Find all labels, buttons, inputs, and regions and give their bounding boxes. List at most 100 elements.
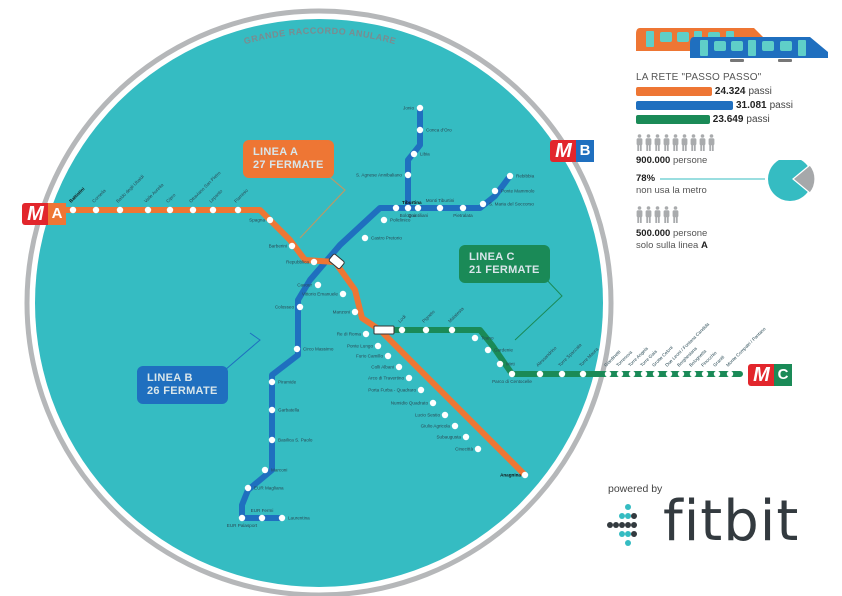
station-c-marker[interactable] [536, 370, 544, 378]
station-a-marker[interactable] [288, 242, 296, 250]
station-a-marker[interactable] [144, 206, 152, 214]
station-b-marker[interactable] [258, 514, 266, 522]
station-a-marker[interactable] [234, 206, 242, 214]
station-label: Gardenie [494, 348, 513, 353]
station-a-marker[interactable] [69, 206, 77, 214]
station-a-marker[interactable] [417, 386, 425, 394]
station-a-marker[interactable] [521, 471, 529, 479]
station-b-marker[interactable] [459, 204, 467, 212]
station-b-marker[interactable] [479, 200, 487, 208]
station-b-marker[interactable] [361, 234, 369, 242]
station-label: EUR Magliana [254, 486, 284, 491]
person-icon [708, 134, 715, 151]
person-icon [636, 206, 643, 223]
station-c-marker[interactable] [616, 370, 624, 378]
station-a-marker[interactable] [266, 216, 274, 224]
station-label: Numidio Quadrato [391, 401, 429, 406]
station-b-marker[interactable] [404, 171, 412, 179]
station-b-marker[interactable] [261, 466, 269, 474]
interchange-san-giovanni[interactable] [373, 325, 395, 335]
station-c-marker[interactable] [677, 370, 685, 378]
station-label: Barberini [269, 244, 287, 249]
station-a-marker[interactable] [374, 342, 382, 350]
station-b-marker[interactable] [410, 150, 418, 158]
fitbit-wordmark: fitbit [663, 489, 800, 554]
station-c-marker[interactable] [471, 334, 479, 342]
station-c-marker[interactable] [652, 370, 660, 378]
station-b-marker[interactable] [506, 172, 514, 180]
station-a-marker[interactable] [189, 206, 197, 214]
station-b-marker[interactable] [238, 514, 246, 522]
station-b-marker[interactable] [268, 406, 276, 414]
station-c-marker[interactable] [448, 326, 456, 334]
line-letter-a: A [48, 203, 66, 225]
station-a-marker[interactable] [429, 399, 437, 407]
station-b-marker[interactable] [392, 204, 400, 212]
callout-line-b: LINEA B 26 FERMATE [137, 366, 228, 404]
station-label: Teano [481, 336, 494, 341]
station-b-marker[interactable] [296, 303, 304, 311]
station-a-marker[interactable] [441, 411, 449, 419]
station-c-marker[interactable] [398, 326, 406, 334]
station-c-marker[interactable] [689, 370, 697, 378]
station-b-marker[interactable] [404, 204, 412, 212]
station-a-marker[interactable] [116, 206, 124, 214]
station-b-marker[interactable] [491, 187, 499, 195]
station-c-marker[interactable] [496, 360, 504, 368]
station-c-marker[interactable] [484, 346, 492, 354]
metro-logo-c: M C [748, 364, 792, 386]
non-users-pie [660, 160, 815, 201]
station-a-marker[interactable] [166, 206, 174, 214]
station-a-marker[interactable] [310, 258, 318, 266]
callout-a-count: 27 FERMATE [253, 159, 324, 171]
station-a-marker[interactable] [209, 206, 217, 214]
station-a-marker[interactable] [462, 433, 470, 441]
station-c-marker[interactable] [422, 326, 430, 334]
station-b-marker[interactable] [314, 281, 322, 289]
station-b-marker[interactable] [436, 204, 444, 212]
station-b-marker[interactable] [268, 436, 276, 444]
station-a-marker[interactable] [92, 206, 100, 214]
station-a-marker[interactable] [351, 308, 359, 316]
station-b-marker[interactable] [244, 484, 252, 492]
station-b-marker[interactable] [416, 104, 424, 112]
station-c-marker[interactable] [579, 370, 587, 378]
pie-slice-users [792, 164, 815, 194]
station-c-marker[interactable] [713, 370, 721, 378]
station-c-marker[interactable] [508, 370, 516, 378]
station-a-marker[interactable] [384, 352, 392, 360]
station-b-marker[interactable] [416, 126, 424, 134]
station-c-marker[interactable] [640, 370, 648, 378]
station-a-marker[interactable] [474, 445, 482, 453]
station-c-marker[interactable] [701, 370, 709, 378]
station-b-marker[interactable] [278, 514, 286, 522]
station-b-marker[interactable] [268, 378, 276, 386]
metro-m-icon: M [748, 364, 774, 386]
station-b-marker[interactable] [293, 345, 301, 353]
interchange-termini[interactable] [328, 253, 345, 270]
station-label: Castro Pretorio [371, 236, 402, 241]
station-a-marker[interactable] [395, 363, 403, 371]
station-c-marker[interactable] [665, 370, 673, 378]
station-label: Parco di Centocelle [492, 379, 532, 384]
station-c-marker[interactable] [726, 370, 734, 378]
station-b-marker[interactable] [414, 204, 422, 212]
total-persons-value: 900.000 [636, 155, 671, 166]
station-c-marker[interactable] [628, 370, 636, 378]
line-a-only-unit: persone [672, 228, 708, 239]
station-b-marker[interactable] [380, 216, 388, 224]
station-label: Vittorio Emanuele [302, 292, 339, 297]
station-c-marker[interactable] [558, 370, 566, 378]
steps-unit: passi [748, 85, 772, 97]
non-users-percent: 78% [636, 173, 656, 184]
station-label: Tiburtina [402, 200, 422, 205]
station-label: Spagna [249, 218, 265, 223]
line-a-only-value: 500.000 [636, 228, 671, 239]
station-a-marker[interactable] [451, 422, 459, 430]
station-a-marker[interactable] [405, 374, 413, 382]
callout-a-title: LINEA A [253, 146, 299, 158]
station-label: Monte Compatri / Pantano [725, 326, 767, 368]
station-a-marker[interactable] [339, 290, 347, 298]
station-a-marker[interactable] [362, 330, 370, 338]
station-c-marker[interactable] [604, 370, 612, 378]
